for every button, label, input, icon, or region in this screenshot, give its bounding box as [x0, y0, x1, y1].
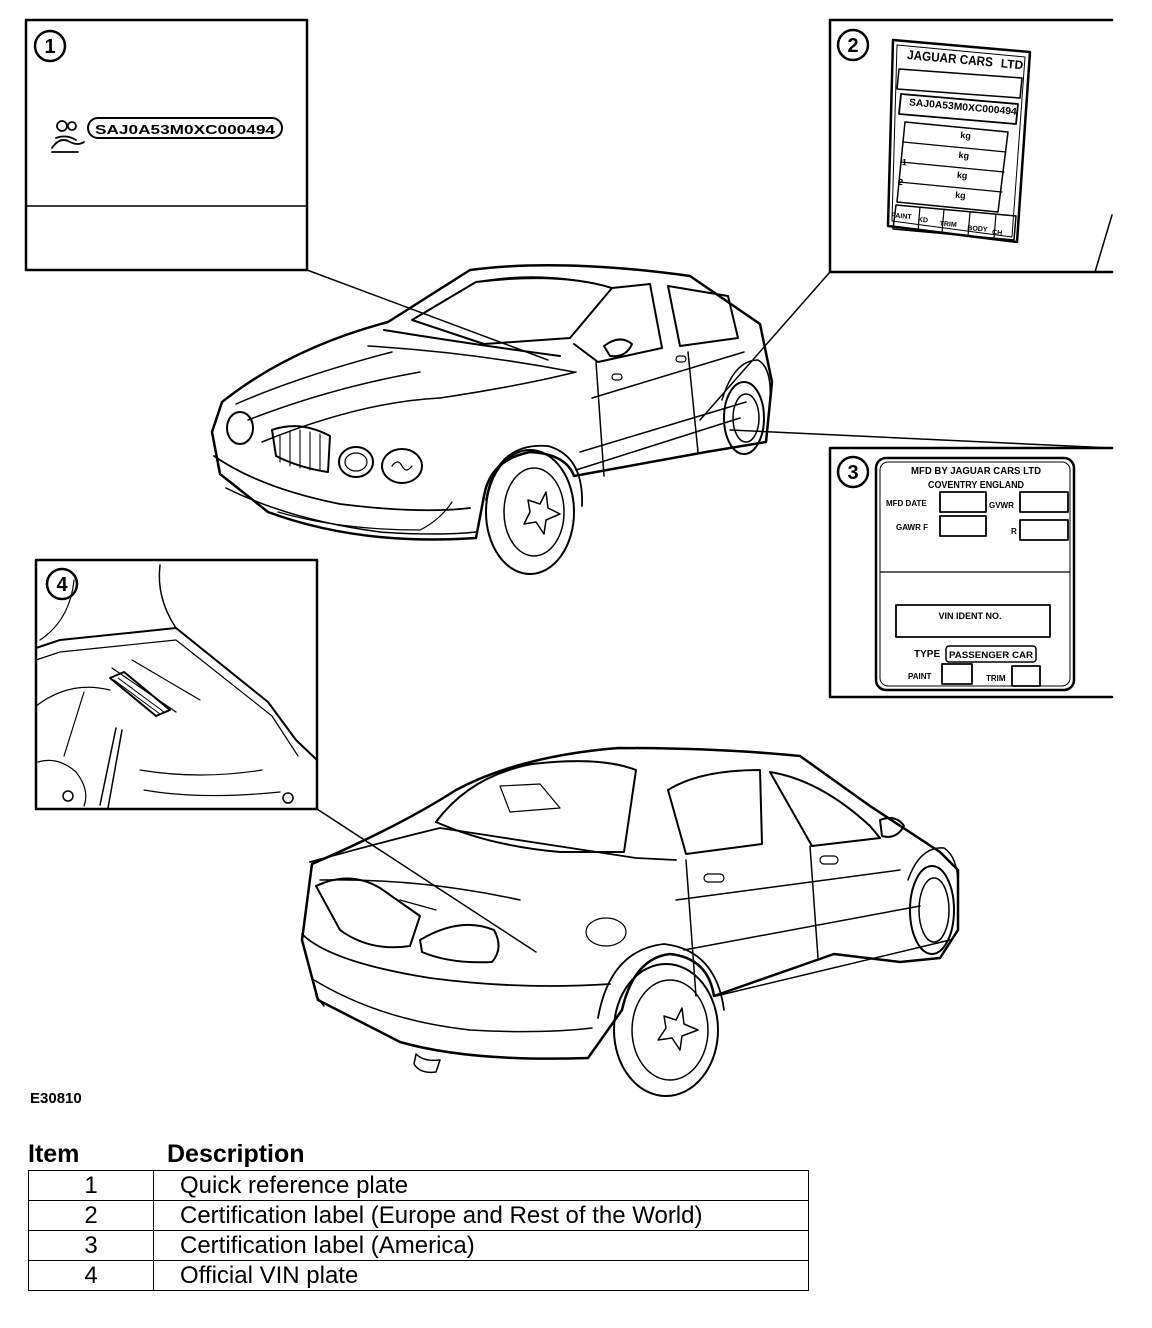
- plate2-footer-kd: KD: [918, 217, 929, 225]
- vin-plate-icon: [109, 671, 171, 717]
- plate2-header: JAGUAR CARS: [907, 47, 994, 69]
- plate3-text: MFD BY JAGUAR CARS LTD COVENTRY ENGLAND …: [886, 466, 1041, 683]
- legend-item-number: 3: [28, 1230, 154, 1261]
- legend-row: 2 Certification label (Europe and Rest o…: [28, 1200, 809, 1231]
- rear-car-illustration: [300, 746, 960, 1097]
- callout-4: 4: [56, 574, 68, 596]
- plate2-footer-paint: PAINT: [891, 212, 913, 221]
- plate2-footer-ch: CH: [992, 229, 1003, 237]
- legend-item-description: Quick reference plate: [153, 1170, 809, 1201]
- plate2-unit-2: kg: [958, 150, 969, 161]
- legend-item-description: Certification label (Europe and Rest of …: [153, 1200, 809, 1231]
- plate2-row-number-1: 1: [901, 157, 907, 167]
- legend-header: Item Description: [28, 1140, 809, 1170]
- plate2-unit-1: kg: [960, 130, 971, 141]
- inset-4-official-vin-plate: [34, 558, 319, 811]
- plate2-unit-3: kg: [957, 170, 968, 181]
- plate3-vin-label: VIN IDENT NO.: [938, 611, 1001, 621]
- plate3-paint: PAINT: [908, 672, 932, 681]
- callout-2: 2: [847, 35, 858, 57]
- legend-table: Item Description 1 Quick reference plate…: [28, 1140, 809, 1291]
- figure-code: E30810: [30, 1090, 82, 1107]
- plate3-gawr-f: GAWR F: [896, 523, 928, 532]
- plate3-trim: TRIM: [986, 674, 1006, 683]
- legend-item-description: Official VIN plate: [153, 1260, 809, 1291]
- legend-item-description: Certification label (America): [153, 1230, 809, 1261]
- inset-1-quick-reference-plate: [24, 18, 309, 272]
- callout-1: 1: [44, 36, 55, 58]
- vehicle-identification-diagram: 1 2 3 4 SAJ0A53M0XC000494 JAGUAR CARS LT…: [24, 18, 1114, 1097]
- plate3-type-label: TYPE: [914, 649, 940, 660]
- legend-row: 3 Certification label (America): [28, 1230, 809, 1261]
- plate1-vin-text: SAJ0A53M0XC000494: [95, 122, 276, 137]
- legend-header-description: Description: [167, 1140, 305, 1168]
- plate2-code: SAJ0A53M0XC000494: [909, 97, 1018, 117]
- plate3-gvwr: GVWR: [989, 501, 1014, 510]
- legend-row: 4 Official VIN plate: [28, 1260, 809, 1291]
- callout-3: 3: [847, 462, 858, 484]
- legend-item-number: 4: [28, 1260, 154, 1291]
- front-car-illustration: [210, 263, 774, 575]
- legend-item-number: 2: [28, 1200, 154, 1231]
- inset-3-certification-label-america: [828, 446, 1114, 699]
- plate3-line2: COVENTRY ENGLAND: [928, 480, 1024, 491]
- plate2-unit-4: kg: [955, 190, 966, 201]
- plate2-footer-body: BODY: [967, 225, 988, 234]
- legend-rows: 1 Quick reference plate 2 Certification …: [28, 1170, 809, 1291]
- inset-2-certification-label-eu: [828, 18, 1114, 274]
- vehicle-logo-icon: [51, 120, 85, 153]
- plate2-row-number-2: 2: [898, 177, 904, 187]
- legend-header-item: Item: [28, 1140, 80, 1168]
- legend-item-number: 1: [28, 1170, 154, 1201]
- legend-row: 1 Quick reference plate: [28, 1170, 809, 1201]
- plate3-line1: MFD BY JAGUAR CARS LTD: [911, 466, 1041, 477]
- plate2-footer-trim: TRIM: [939, 221, 957, 229]
- plate2-header-suffix: LTD: [1000, 56, 1024, 72]
- plate3-r: R: [1011, 527, 1017, 536]
- callout-numbers: 1 2 3 4: [44, 35, 858, 596]
- plate3-type-value: PASSENGER CAR: [949, 650, 1034, 660]
- plate3-mfd-date: MFD DATE: [886, 499, 927, 508]
